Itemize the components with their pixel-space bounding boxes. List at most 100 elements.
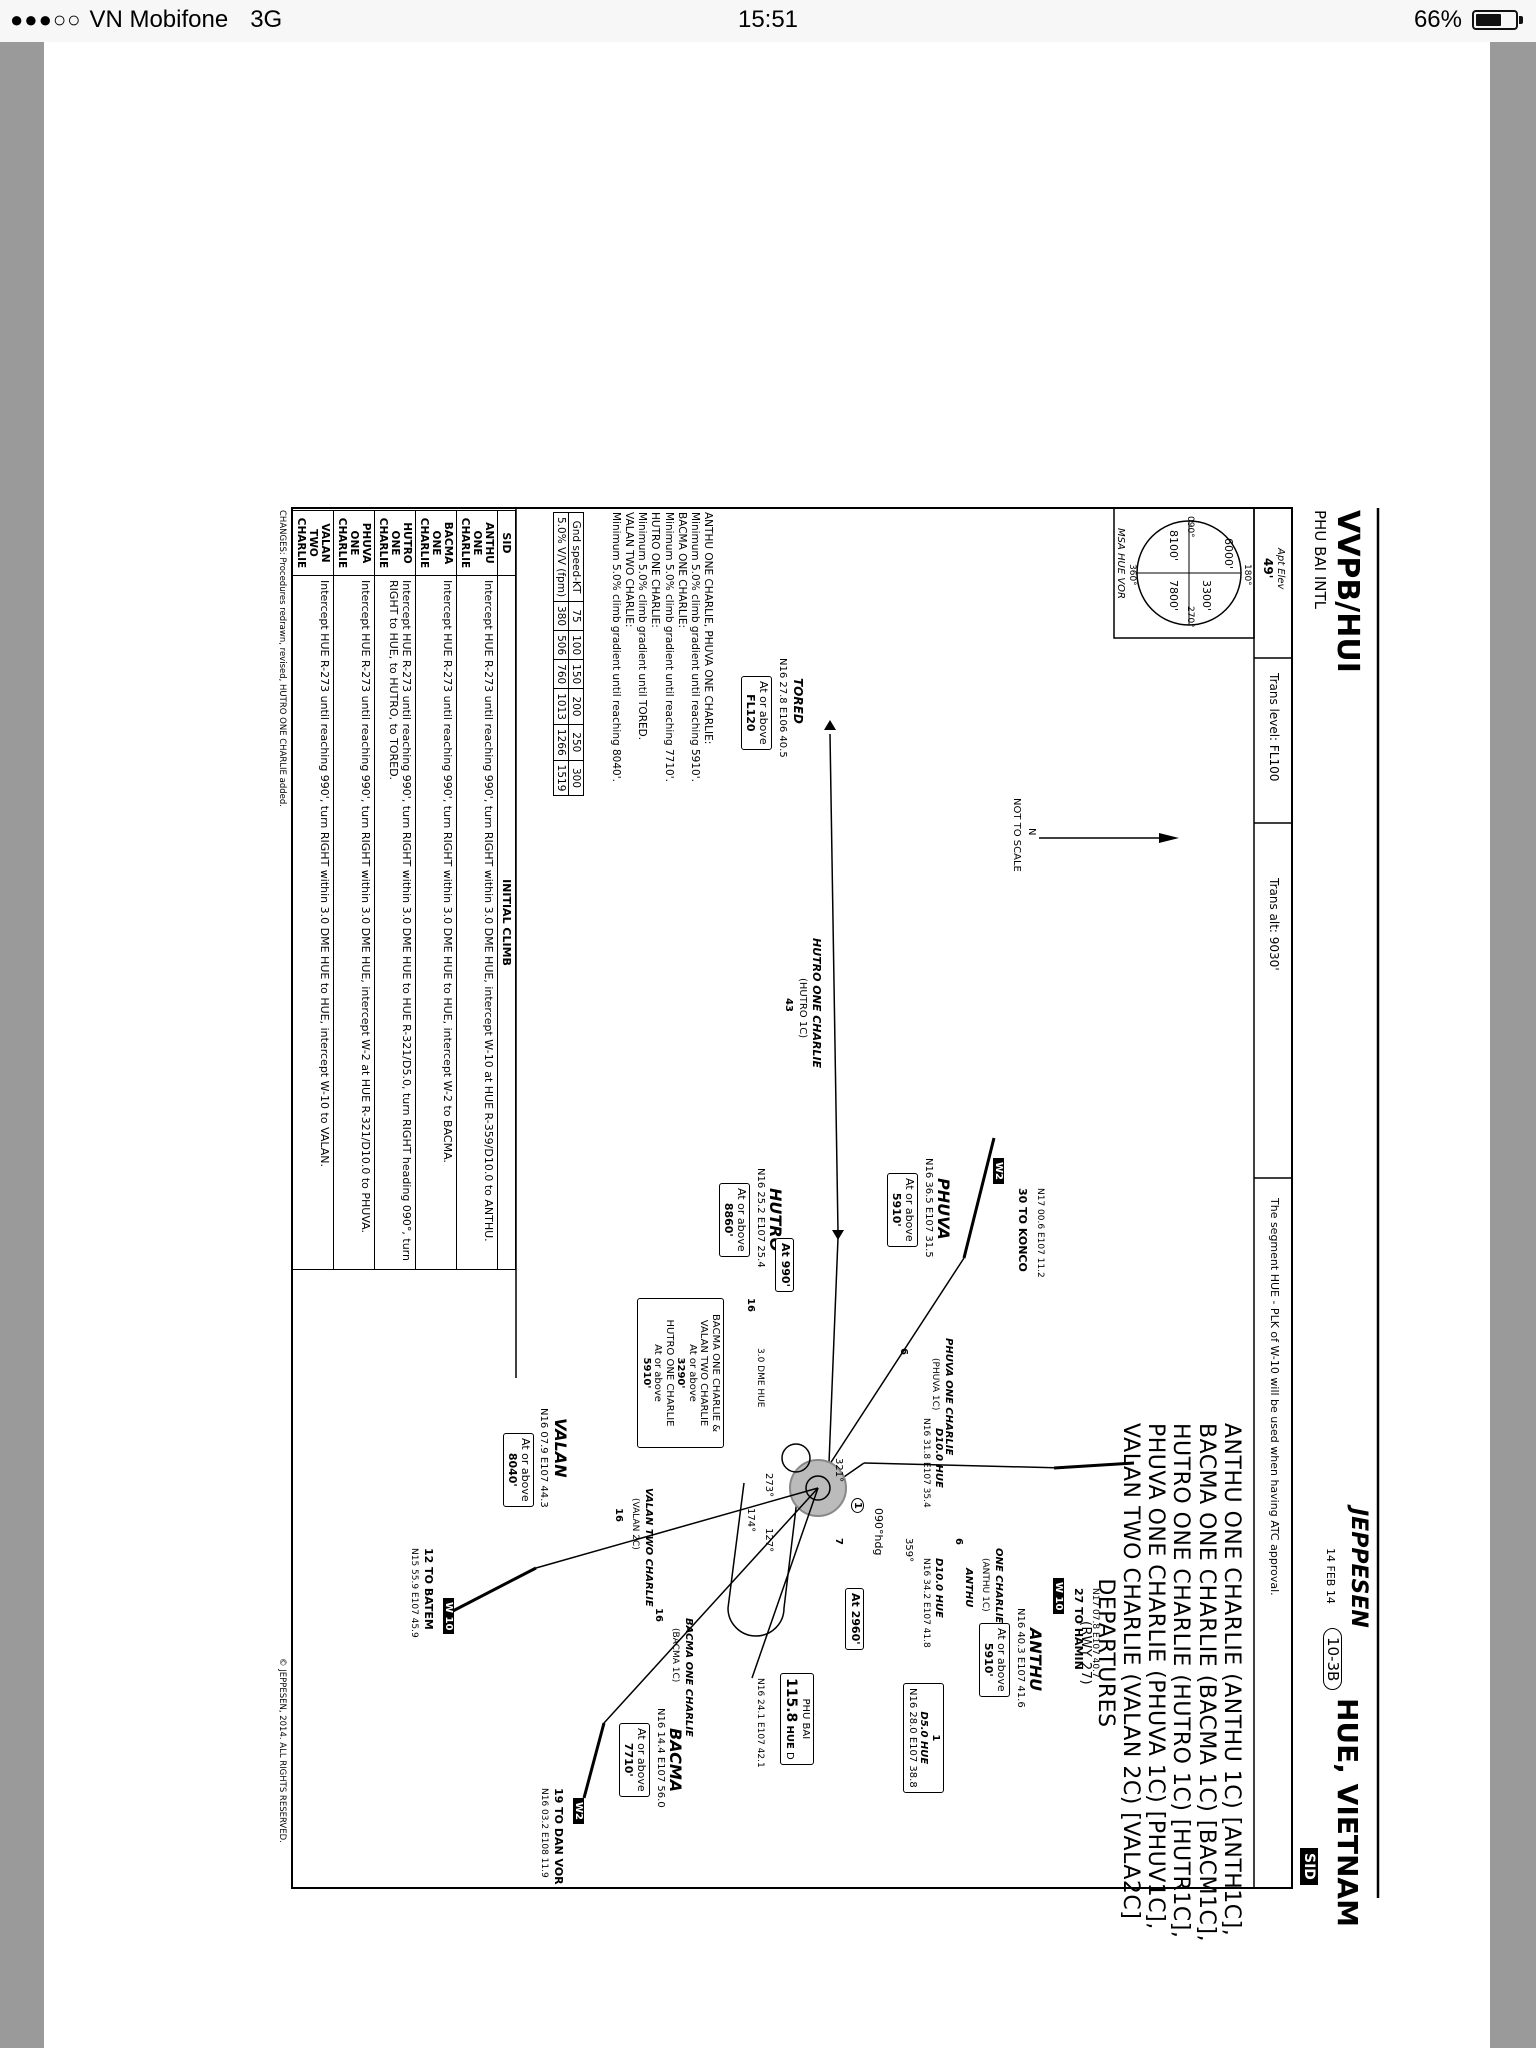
table-row: PHUVA ONE CHARLIE Intercept HUE R-273 un… [333,510,375,1270]
box-line-6: At or above [652,1344,664,1402]
chart-number: 10-3B [1323,1628,1342,1691]
box-line-2: VALAN TWO CHARLIE [698,1319,710,1427]
valan-route-label: VALAN TWO CHARLIE [643,1488,654,1607]
box-line-3: At or above [687,1344,698,1402]
sid-text-cell: Intercept HUE R-273 until reaching 990',… [292,575,334,1270]
table-row: HUTRO ONE CHARLIE Intercept HUE R-273 un… [374,510,416,1270]
d10-coord-b: N16 34.2 E107 41.8 [921,1558,931,1648]
trans-alt: Trans alt: 9030' [1267,878,1281,971]
alt-value: FL120 [744,694,758,732]
fix-valan-coord: N16 07.9 E107 44.3 [538,1408,549,1508]
airport-name: PHU BAI INTL [1311,510,1329,609]
bacma-valan-box: BACMA ONE CHARLIE & VALAN TWO CHARLIE At… [637,1298,724,1448]
sid-table: SID INITIAL CLIMB ANTHU ONE CHARLIE Inte… [292,510,516,1270]
dist-16-a: 16 [745,1298,756,1312]
sid-text-cell: Intercept HUE R-273 until reaching 990',… [374,575,416,1270]
not-to-scale: NOT TO SCALE [1011,798,1022,872]
climb-note-1: ANTHU ONE CHARLIE, PHUVA ONE CHARLIE: [702,512,714,745]
chart-date: 14 FEB 14 [1324,1548,1337,1604]
title-line-1: ANTHU ONE CHARLIE (ANTHU 1C) [ANTH1C], [1219,1423,1244,1937]
alt-label: At or above [903,1178,916,1242]
msa-bearing-1: 180° [1242,564,1252,586]
rate-cell: 760 [553,659,569,689]
radial-321: 321° [833,1458,844,1483]
msa-bearing-2: 270° [1185,606,1195,628]
climb-rate-label: 5.0% V/V (fpm) [553,512,569,602]
battery-percent: 66% [1413,6,1462,33]
climb-note-6: Minimum 5.0% climb gradient until TORED. [636,512,649,741]
num-1-marker: 1 [851,1498,864,1513]
dist-6-b: 6 [953,1538,964,1545]
title-line-5: VALAN TWO CHARLIE (VALAN 2C) [VALA2C] [1117,1423,1143,1920]
w10-label-b: W 10 [443,1598,454,1635]
d5-hue: D5.0 HUE [918,1711,930,1765]
box-line-1: BACMA ONE CHARLIE & [710,1313,721,1433]
box-line-5: HUTRO ONE CHARLIE [664,1319,675,1427]
fix-hutro-coord: N16 25.2 E107 25.4 [755,1168,766,1268]
vor-freq: 115.8 [783,1678,800,1723]
d5-hue-box: 1 D5.0 HUE N16 28.0 E107 38.8 [903,1683,944,1793]
signal-dots-icon: ●●●○○ [10,7,82,32]
konco-label: 30 TO KONCO [1016,1188,1029,1272]
alt-value: 8040' [506,1452,520,1487]
north-label: N [1026,828,1037,836]
at-2960: At 2960' [849,1593,862,1645]
table-row: VALAN TWO CHARLIE Intercept HUE R-273 un… [292,510,334,1270]
dist-6-a: 6 [898,1348,909,1355]
sid-text-cell: Intercept HUE R-273 until reaching 990',… [333,575,375,1270]
fix-bacma-name: BACMA [666,1728,685,1793]
d10-coord-a: N16 31.8 E107 35.4 [921,1418,931,1508]
hutro-route-label: HUTRO ONE CHARLIE [810,938,823,1069]
w2-label-a: W2 [993,1158,1004,1184]
rate-cell: 1266 [553,724,569,761]
alt-value: 5910' [890,1192,904,1227]
clock: 15:51 [737,6,799,33]
vor-d: D [784,1752,796,1760]
box-line-4: 3290' [675,1357,687,1389]
vor-coord: N16 24.1 E107 42.1 [755,1678,765,1768]
fix-bacma-coord: N16 14.4 E107 56.0 [655,1708,666,1808]
vor-box: PHU BAI 115.8 HUE D [780,1673,814,1765]
climb-note-2: Minimum 5.0% climb gradient until reachi… [688,512,701,782]
alt-label: At or above [995,1628,1008,1692]
climb-note-3: BACMA ONE CHARLIE: [675,512,688,629]
speed-cell: 150 [568,659,584,689]
climb-gradient-table: Gnd speed-KT 75 100 150 200 250 300 5.0%… [553,512,584,797]
speed-cell: 75 [568,601,584,631]
climb-note-7: VALAN TWO CHARLIE: [623,512,636,628]
status-bar: ●●●○○ VN Mobifone 3G 15:51 66% [0,0,1536,42]
dist-16-b: 16 [613,1508,624,1522]
sid-header: SID [497,510,516,576]
apt-elev-value: 49' [1261,558,1275,579]
sid-text-cell: Intercept HUE R-273 until reaching 990',… [456,575,498,1270]
battery-nub [1519,16,1523,24]
alt-value: 8860' [722,1202,736,1237]
fix-tored-name: TORED [791,678,805,724]
sid-name-cell: VALAN TWO CHARLIE [292,510,334,576]
at-2960-box: At 2960' [845,1588,864,1650]
initial-climb-header: INITIAL CLIMB [497,575,516,1270]
fix-anthu-name: ANTHU [1026,1628,1045,1692]
chart-location: HUE, VIETNAM [1331,1698,1364,1927]
speed-cell: 250 [568,724,584,761]
msa-sector-1: 6000' [1222,538,1235,570]
d5-coord: N16 28.0 E107 38.8 [907,1688,918,1788]
radial-359: 359° [903,1538,914,1563]
climb-note-4: Minimum 5.0% climb gradient until reachi… [662,512,675,782]
chart-page[interactable]: VVPB/HUI PHU BAI INTL JEPPESEN 14 FEB 14… [44,42,1490,2048]
anthu-route-name: ANTHU [963,1568,974,1608]
radial-273: 273° [763,1473,774,1498]
hutro-route-dist: 43 [783,998,794,1012]
climb-notes: ANTHU ONE CHARLIE, PHUVA ONE CHARLIE: Mi… [609,512,714,782]
airport-id: VVPB/HUI [1330,510,1365,673]
radial-174: 174° [745,1508,756,1533]
rate-cell: 1013 [553,688,569,725]
msa-sector-4: 8100' [1167,530,1180,562]
alt-value: 7710' [622,1742,636,1777]
bacma-route-short: (BACMA 1C) [670,1628,680,1683]
rate-cell: 1519 [553,760,569,796]
